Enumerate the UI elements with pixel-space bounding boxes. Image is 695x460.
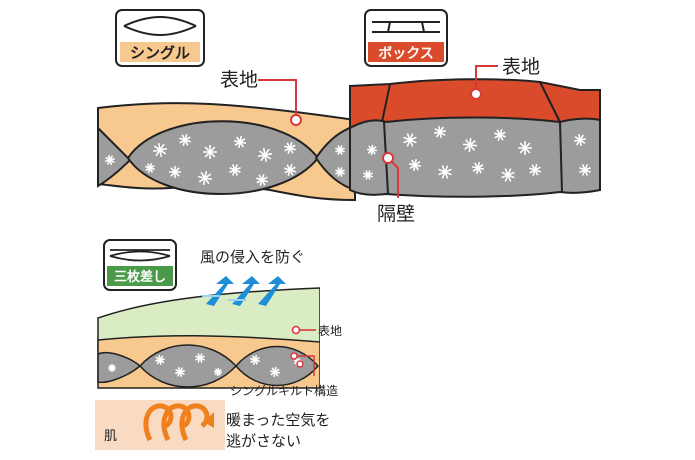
down-cluster-icon bbox=[433, 125, 447, 139]
down-cluster-icon bbox=[408, 158, 422, 172]
badge-single: シングル bbox=[115, 9, 205, 67]
down-cluster-icon bbox=[233, 135, 247, 149]
down-cluster-icon bbox=[269, 366, 281, 378]
down-cluster-icon bbox=[284, 164, 296, 176]
down-cluster-icon bbox=[363, 170, 373, 180]
sanmai-down-clusters bbox=[108, 353, 303, 378]
wind-arrow-icon bbox=[202, 276, 286, 306]
down-cluster-icon bbox=[108, 364, 116, 372]
down-cluster-icon bbox=[462, 137, 478, 153]
callout-hyouji-layer: 表地 bbox=[291, 324, 342, 338]
heat-arrow-icon bbox=[143, 403, 214, 442]
label-hyouji-single: 表地 bbox=[220, 69, 258, 91]
pointer-dot-icon bbox=[290, 114, 302, 126]
down-cluster-icon bbox=[335, 167, 345, 177]
down-cluster-icon bbox=[529, 164, 541, 176]
down-cluster-icon bbox=[518, 141, 532, 155]
label-warm-line2: 逃がさない bbox=[226, 432, 301, 450]
down-cluster-icon bbox=[403, 133, 417, 147]
label-hyouji-layer: 表地 bbox=[318, 324, 342, 338]
down-cluster-icon bbox=[366, 144, 378, 156]
label-skin: 肌 bbox=[104, 429, 117, 444]
down-cluster-icon bbox=[256, 174, 268, 186]
single-down-clusters bbox=[104, 134, 345, 186]
down-cluster-icon bbox=[154, 354, 166, 366]
down-cluster-icon bbox=[335, 145, 345, 155]
box-red-shell bbox=[349, 78, 601, 129]
down-cluster-icon bbox=[152, 142, 168, 158]
down-cluster-icon bbox=[104, 154, 116, 166]
down-cluster-icon bbox=[169, 166, 181, 178]
label-hyouji-box: 表地 bbox=[502, 56, 540, 78]
down-cluster-icon bbox=[471, 161, 485, 175]
pointer-dot-icon bbox=[291, 325, 301, 335]
down-cluster-icon bbox=[573, 133, 587, 147]
label-kakuheki: 隔壁 bbox=[377, 203, 415, 225]
box-quilt-diagram bbox=[349, 78, 601, 198]
down-cluster-icon bbox=[174, 366, 186, 378]
badge-box-label: ボックス bbox=[378, 46, 434, 62]
down-cluster-icon bbox=[579, 164, 591, 176]
down-cluster-icon bbox=[179, 134, 191, 146]
badge-sanmai-label: 三枚差し bbox=[114, 269, 166, 285]
badge-single-label: シングル bbox=[130, 44, 190, 62]
down-cluster-icon bbox=[213, 367, 223, 377]
down-cluster-icon bbox=[195, 353, 205, 363]
down-cluster-icon bbox=[203, 145, 217, 159]
pointer-dot-icon bbox=[290, 352, 298, 360]
down-cluster-icon bbox=[144, 162, 156, 174]
single-quilt-diagram bbox=[97, 102, 356, 202]
down-cluster-icon bbox=[229, 164, 241, 176]
callout-kakuheki: 隔壁 bbox=[377, 152, 415, 225]
callout-hyouji-box: 表地 bbox=[470, 56, 540, 100]
down-cluster-icon bbox=[197, 170, 213, 186]
callout-hyouji-single: 表地 bbox=[220, 69, 302, 126]
down-cluster-icon bbox=[438, 165, 452, 179]
down-cluster-icon bbox=[494, 129, 506, 141]
box-padding-body bbox=[349, 116, 601, 198]
badge-box: ボックス bbox=[364, 9, 448, 67]
pointer-dot-icon bbox=[296, 360, 304, 368]
label-quilt: シングルキルト構造 bbox=[230, 384, 338, 398]
pointer-dot-icon bbox=[382, 152, 394, 164]
pointer-dot-icon bbox=[470, 88, 482, 100]
label-wind: 風の侵入を防ぐ bbox=[200, 248, 305, 266]
down-cluster-icon bbox=[501, 168, 515, 182]
badge-sanmai: 三枚差し bbox=[103, 239, 177, 291]
callout-quilt: シングルキルト構造 bbox=[230, 352, 338, 398]
box-down-clusters bbox=[363, 125, 591, 182]
down-cluster-icon bbox=[284, 142, 296, 154]
label-warm-line1: 暖まった空気を bbox=[226, 411, 330, 429]
down-cluster-icon bbox=[249, 354, 261, 366]
down-cluster-icon bbox=[257, 147, 273, 163]
